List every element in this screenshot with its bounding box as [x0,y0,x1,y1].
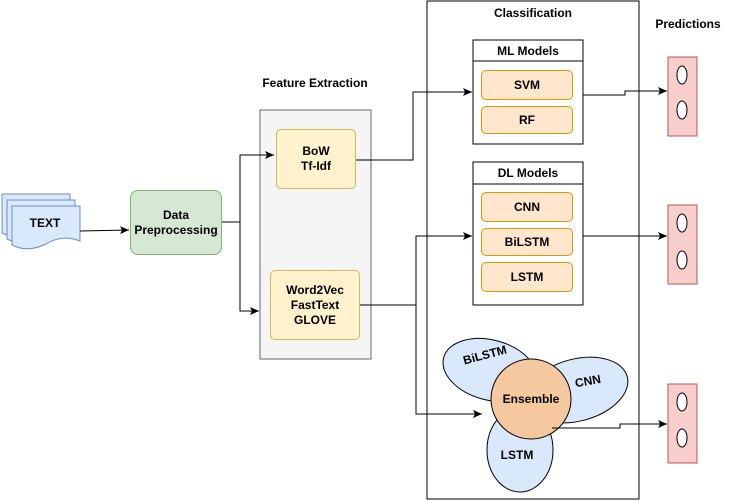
bilstm-box: BiLSTM [481,228,573,256]
bow-label: BoW [302,144,330,158]
svm-box: SVM [481,70,573,100]
prediction-output-3 [667,383,698,464]
lstm-box: LSTM [481,262,573,292]
feature-extraction-title: Feature Extraction [262,76,368,90]
arrow-word2vec-to-ensemble [415,305,482,418]
arrow-word2vec-to-dl [360,232,472,306]
ml-models-title: ML Models [497,44,559,58]
data-preprocessing-box: Data Preprocessing [130,190,222,255]
ensemble-lstm-label: LSTM [500,448,534,462]
prediction-output-2 [667,204,698,285]
text-document-stack [1,193,81,250]
embeddings-box: Word2Vec FastText GLOVE [270,270,360,340]
ensemble-shape [442,337,629,493]
fasttext-label: FastText [290,297,340,312]
cnn-box: CNN [481,192,573,222]
bow-tfidf-box: BoW Tf-Idf [276,129,356,189]
predictions-title: Predictions [655,17,721,31]
arrow-ml-to-prediction [583,87,667,96]
rf-box: RF [481,106,573,134]
dl-models-title: DL Models [497,166,559,180]
classification-title: Classification [493,6,573,20]
ensemble-label: Ensemble [502,392,560,406]
arrow-preprocessing-to-bow [222,151,274,223]
arrow-ensemble-to-prediction [552,420,667,429]
data-preprocessing-label-2: Preprocessing [134,222,218,237]
arrow-preprocessing-to-word2vec [239,222,259,315]
word2vec-label: Word2Vec [286,282,344,297]
glove-label: GLOVE [293,312,336,327]
data-preprocessing-label-1: Data [162,207,189,222]
text-label: TEXT [29,216,61,230]
arrow-bow-to-ml [356,88,472,161]
tfidf-label: Tf-Idf [301,159,331,173]
prediction-output-1 [667,56,698,137]
arrow-text-to-preprocessing [79,226,130,235]
ensemble-core [490,358,572,440]
